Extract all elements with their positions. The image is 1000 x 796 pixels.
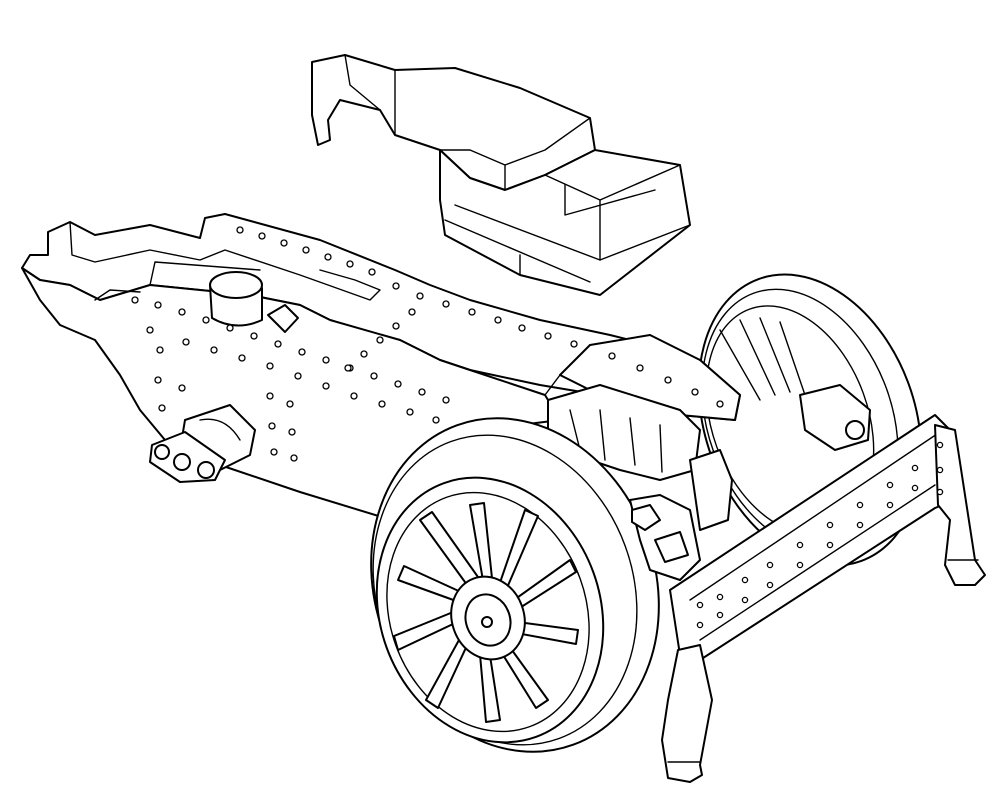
rear-axlebox [799,384,871,451]
buffer-beam [661,414,986,783]
boss-cylinder [209,271,299,333]
rivet-rows [131,226,724,462]
axlebox-assembly [629,449,733,581]
keeper-plate [311,54,691,296]
front-wheel [370,417,660,753]
pivot-bracket [149,404,256,483]
